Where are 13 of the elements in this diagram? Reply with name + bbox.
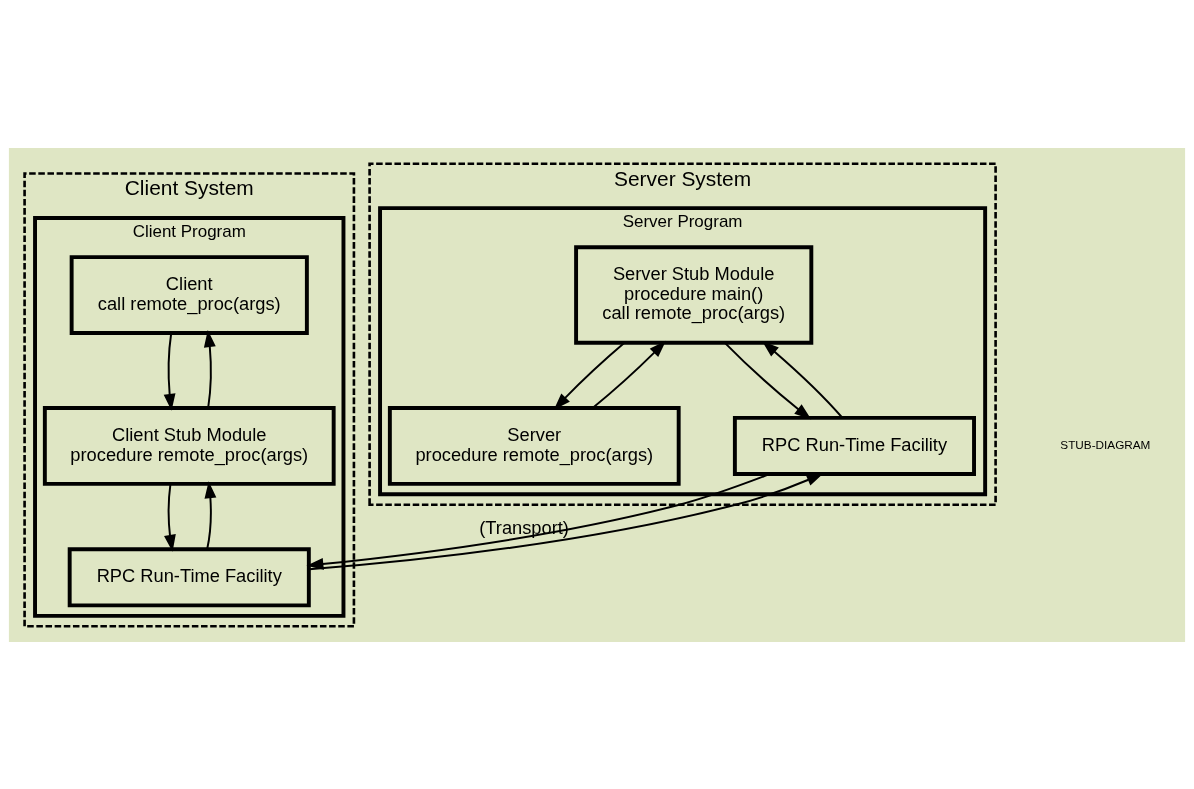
label: STUB-DIAGRAM	[1060, 437, 1151, 451]
node-box: RPC Run-Time Facility	[732, 415, 976, 476]
node-box: Client call remote_proc(args)	[69, 254, 309, 335]
arrow	[723, 341, 812, 420]
node-box: Server Stub Module procedure main() call remote_proc(args)	[574, 244, 814, 345]
node-box: RPC Run-Time Facility	[67, 546, 311, 607]
arrow	[164, 482, 176, 552]
node-box: Server procedure remote_proc(args)	[387, 405, 681, 486]
edge-label: (Transport)	[479, 516, 569, 538]
arrow	[204, 480, 217, 550]
arrow	[203, 329, 216, 409]
node-box: Client Stub Module procedure remote_proc(args)	[42, 405, 336, 486]
arrow	[591, 340, 666, 409]
